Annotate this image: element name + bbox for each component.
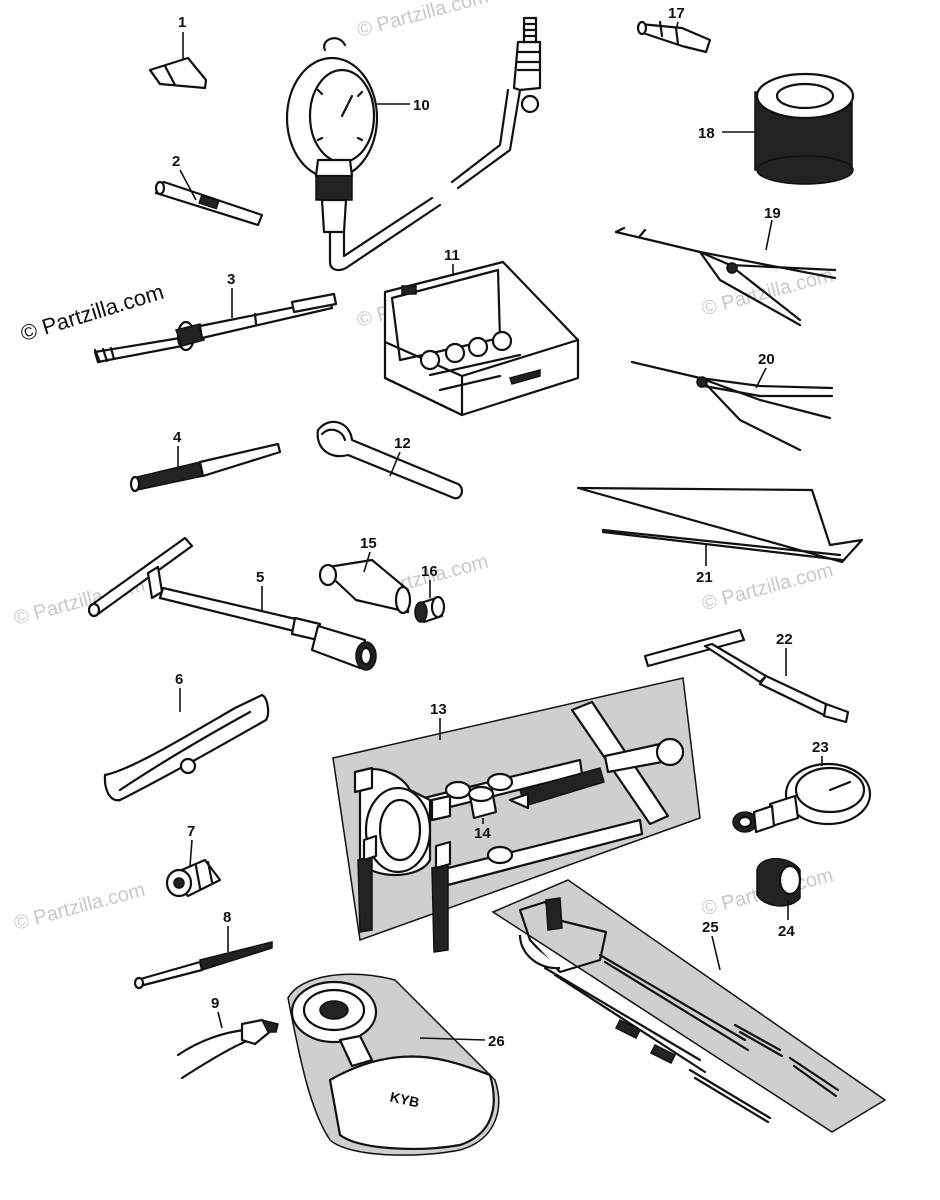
part-5-t-handle-socket [87,536,377,671]
callout-21: 21 [696,569,713,586]
watermark-text: © Partzilla.com [700,264,836,320]
callout-14: 14 [474,825,491,842]
callout-19: 19 [764,205,781,222]
callout-9: 9 [211,995,219,1012]
callout-1: 1 [178,14,186,31]
part-24-cap [756,858,802,907]
callout-10: 10 [413,97,430,114]
callout-11: 11 [444,247,460,264]
callout-labels: 1 2 3 4 5 6 7 8 9 10 11 12 13 14 15 16 1… [172,5,829,1050]
callout-13: 13 [430,701,447,718]
callout-6: 6 [175,671,183,688]
part-8-awl [133,941,273,990]
part-18-knurled-ring [754,72,855,185]
leader-lines [177,21,823,1041]
part-20-snap-ring-pliers [630,360,834,452]
part-23-gauge [732,762,872,834]
part-14-adapter [467,785,498,820]
part-9-cutters [176,1018,279,1080]
part-7-fitting [165,858,222,898]
callout-8: 8 [223,909,231,926]
callout-20: 20 [758,351,775,368]
callout-22: 22 [776,631,793,648]
callout-5: 5 [256,569,264,586]
watermark-main: © Partzilla.com [18,279,167,346]
part-15-sleeve [318,558,412,615]
part-2-drift-rod [154,180,264,227]
part-21-hooked-rod [576,486,864,564]
part-3-slide-hammer [93,292,338,364]
callout-12: 12 [394,435,411,452]
callout-17: 17 [668,5,685,22]
callout-18: 18 [698,125,715,142]
part-22-t-wrench [643,628,850,724]
part-6-tire-lever [103,693,270,802]
watermark-text: © Partzilla.com [12,879,148,935]
callout-7: 7 [187,823,195,840]
callout-25: 25 [702,919,719,936]
watermark-text: © Partzilla.com [700,559,836,615]
callout-3: 3 [227,271,235,288]
case-logo: KYB [389,1089,421,1111]
callout-26: 26 [488,1033,505,1050]
part-25-spring-compressor [491,879,887,1133]
callout-23: 23 [812,739,829,756]
part-13-bearing-puller [332,677,701,953]
callout-2: 2 [172,153,180,170]
watermark-text: © Partzilla.com [355,0,491,42]
part-10-pressure-gauge-hose [285,16,542,272]
callout-4: 4 [173,429,182,446]
part-4-punch [129,442,282,493]
callout-15: 15 [360,535,377,552]
part-16-socket-adapter [414,595,446,624]
callout-16: 16 [421,563,438,580]
part-11-tool-case [383,260,580,417]
part-12-hook-wrench [316,420,464,500]
part-1-tapered-plug [148,56,208,90]
part-26-gauge-case: KYB [287,973,500,1156]
part-17-pin [636,20,712,54]
part-19-snap-ring-pliers [614,226,837,327]
callout-24: 24 [778,923,795,940]
